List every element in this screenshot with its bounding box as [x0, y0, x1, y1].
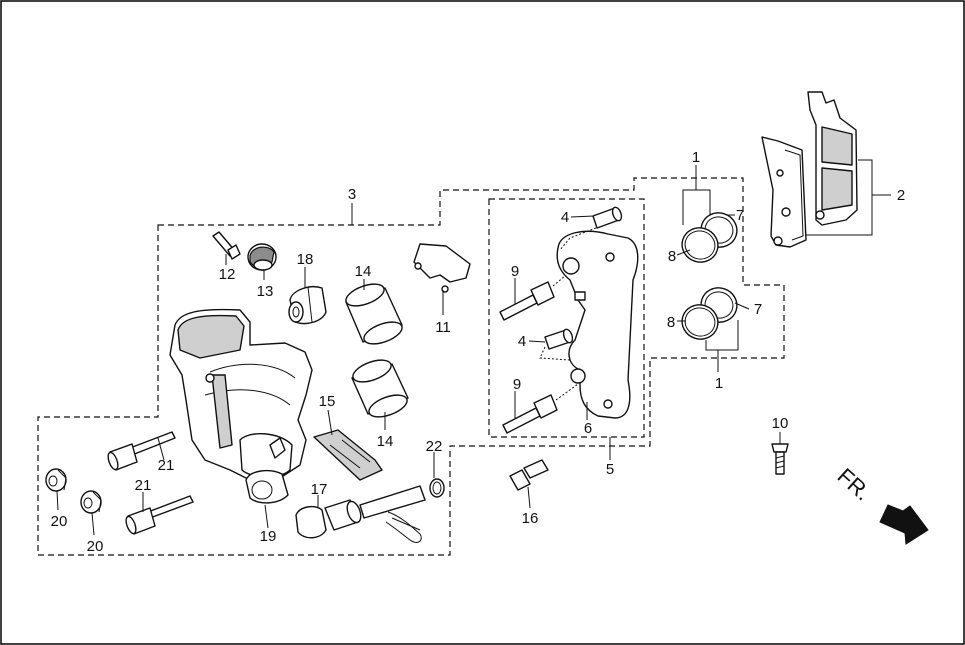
bleeder-cap [247, 243, 277, 271]
callout-14-upper: 14 [355, 263, 372, 280]
forward-arrow-icon [879, 504, 929, 545]
callout-4-upper: 4 [561, 209, 569, 226]
pin-boot-left [45, 468, 67, 492]
callout-21-lower: 21 [135, 477, 152, 494]
callout-10: 10 [772, 415, 789, 432]
mounting-bolt-lower [502, 383, 579, 434]
dust-boot [288, 286, 327, 325]
callout-17: 17 [311, 481, 328, 498]
callout-11: 11 [435, 319, 451, 336]
callout-2: 2 [897, 187, 905, 204]
pin-boot-right [80, 490, 102, 514]
callout-6: 6 [584, 420, 592, 437]
seal-set-upper [681, 212, 738, 263]
callout-9-upper: 9 [511, 263, 519, 280]
callout-18: 18 [297, 251, 314, 268]
callout-15: 15 [319, 393, 336, 410]
callout-13: 13 [257, 283, 274, 300]
caliper-assembly-boundary [37, 177, 785, 556]
callout-20-right: 20 [87, 538, 104, 555]
sleeve-bolt-upper [559, 206, 623, 251]
callout-21-upper: 21 [158, 457, 175, 474]
callout-5: 5 [606, 461, 614, 478]
leader-lines [56, 159, 891, 536]
flange-bolt [771, 443, 789, 475]
slide-pin-lower [125, 495, 194, 535]
slide-pin-upper [107, 431, 176, 471]
caliper-bracket [556, 230, 639, 419]
callout-1-upper: 1 [692, 149, 700, 166]
piston-lower [351, 359, 409, 418]
callout-19: 19 [260, 528, 277, 545]
callout-14-lower: 14 [377, 433, 394, 450]
pad-spring [413, 243, 471, 293]
callout-7-upper: 7 [736, 207, 744, 224]
o-ring [429, 478, 445, 498]
callout-1-lower: 1 [715, 375, 723, 392]
seal-set-lower [681, 287, 738, 340]
callout-12: 12 [219, 266, 236, 283]
callout-labels: 3 1 2 7 8 7 8 1 4 4 9 9 6 5 10 11 12 13 … [51, 149, 906, 555]
brake-pad-rear [761, 136, 807, 248]
callout-20-left: 20 [51, 513, 68, 530]
callout-16: 16 [522, 510, 539, 527]
brake-pad-front [807, 91, 858, 226]
pin-clip [385, 511, 422, 543]
caliper-body [169, 308, 313, 504]
callout-4-lower: 4 [518, 333, 526, 350]
callout-3: 3 [348, 186, 356, 203]
mounting-bolt-upper [499, 275, 566, 321]
callout-8-lower: 8 [667, 314, 675, 331]
callout-7-lower: 7 [754, 301, 762, 318]
callout-8-upper: 8 [668, 248, 676, 265]
piston-upper [345, 283, 403, 345]
hose-fitting [509, 459, 549, 491]
callout-9-lower: 9 [513, 376, 521, 393]
sleeve-bolt-lower [539, 328, 574, 361]
callout-22: 22 [426, 438, 443, 455]
bracket-assembly-boundary [488, 198, 645, 438]
pad-retainer-plate [313, 429, 383, 481]
bleeder-valve [212, 231, 241, 260]
pad-pin [295, 485, 426, 539]
